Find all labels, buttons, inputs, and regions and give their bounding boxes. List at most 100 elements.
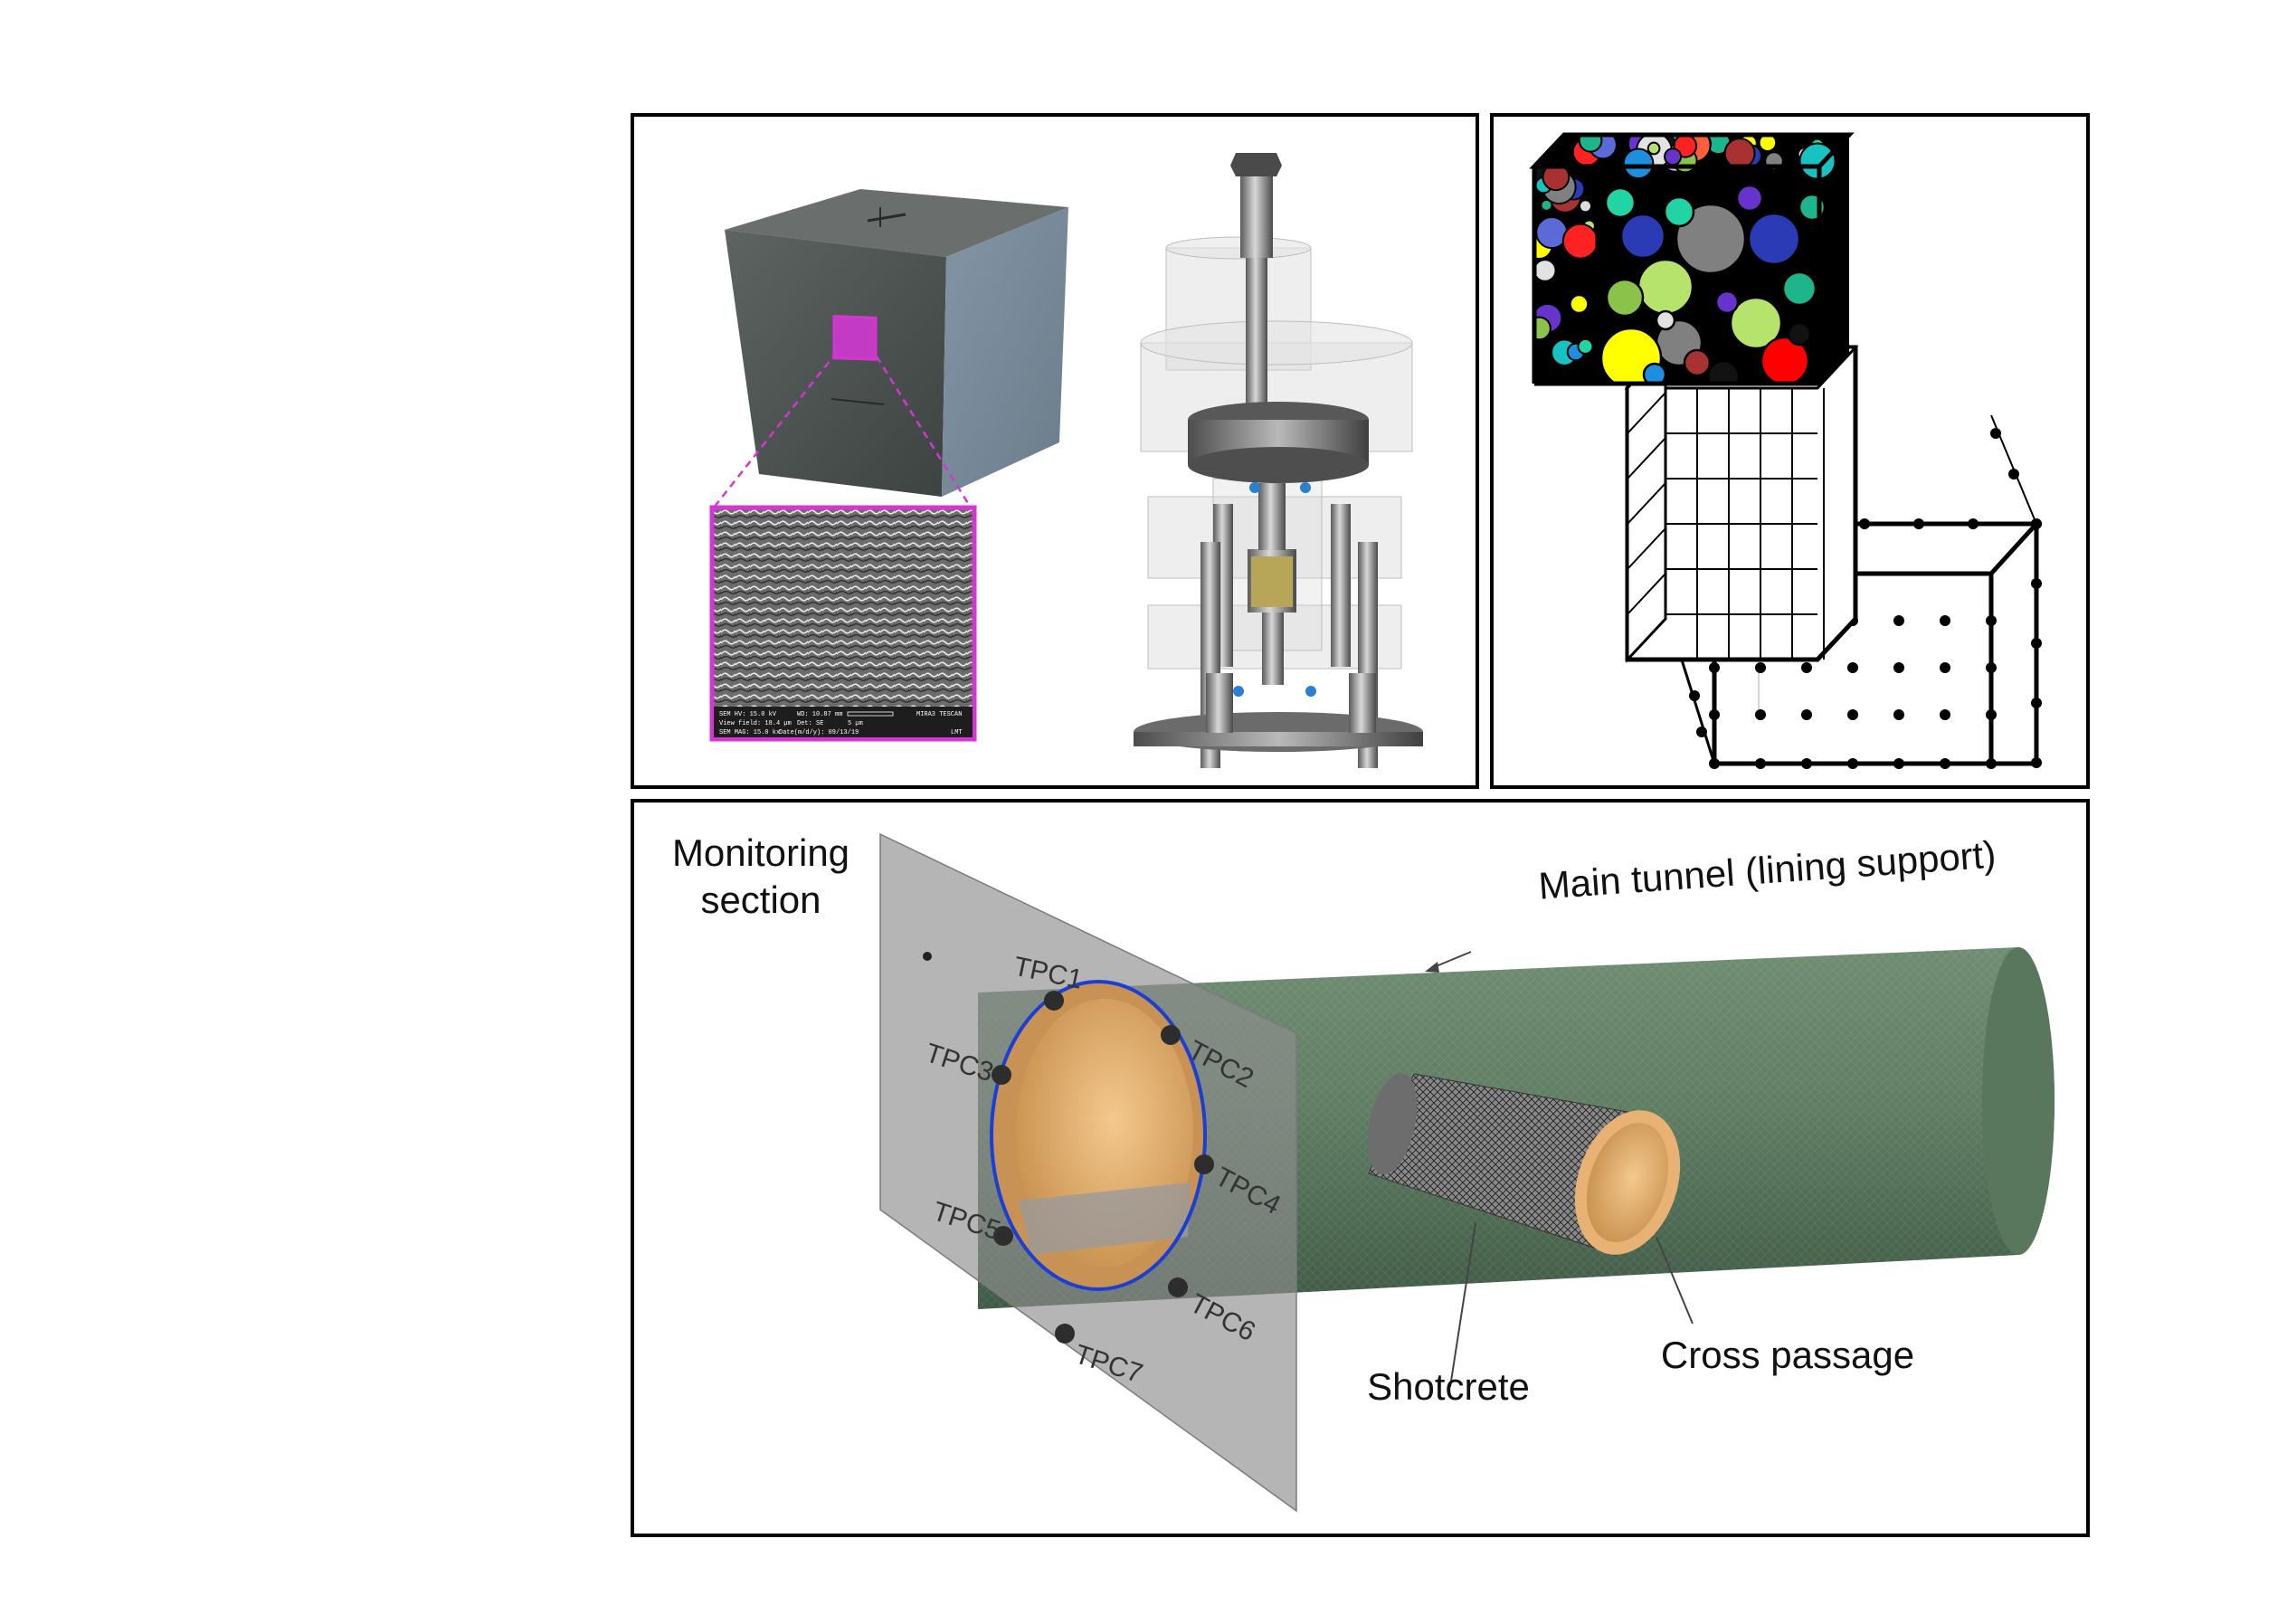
- sem-micrograph: SEM HV: 15.0 kV WD: 10.87 mm MIRA3 TESCA…: [709, 505, 977, 742]
- aggregate-particle: [1637, 258, 1694, 316]
- lattice-node: [1940, 758, 1950, 769]
- tpc5-point: [993, 1226, 1013, 1246]
- aggregate-particle: [1787, 321, 1812, 347]
- lattice-node: [2031, 698, 2042, 708]
- zoom-line-right: [875, 356, 973, 508]
- mesh-grid-line: [1627, 437, 1666, 480]
- aggregate-particle: [1577, 337, 1594, 355]
- concrete-cube: [725, 189, 1068, 497]
- sample-region-highlight: [832, 315, 878, 361]
- aggregate-particle: [1747, 212, 1801, 266]
- lattice-node: [1709, 662, 1720, 673]
- triaxial-apparatus: [1134, 153, 1423, 768]
- monitoring-section-line1: Monitoring: [671, 831, 850, 874]
- aggregate-particle: [1714, 290, 1740, 315]
- lattice-node: [2031, 757, 2042, 768]
- aggregate-particle: [1655, 309, 1676, 331]
- panel-multiscale-model: [1490, 113, 2090, 789]
- lattice-node: [1913, 518, 1924, 529]
- lattice-node: [1986, 758, 1997, 769]
- tpc7-point: [1055, 1324, 1075, 1344]
- sem-lab-text: LMT: [951, 729, 963, 736]
- main-tunnel-leader: [1433, 951, 1472, 968]
- aggregate-particle: [1534, 316, 1552, 341]
- sem-mag-text: SEM MAG: 15.0 kx: [719, 729, 780, 736]
- monitoring-ring: [990, 980, 1207, 1291]
- lattice-node: [1986, 709, 1997, 720]
- sem-hv-text: SEM HV: 15.0 kV: [719, 711, 777, 718]
- aggregate-particle: [1760, 336, 1810, 384]
- lattice-node: [1755, 662, 1766, 673]
- aggregate-particle: [1569, 294, 1590, 314]
- panel-tunnel-monitoring: TPC1 TPC2 TPC3 TPC4 TPC5 TPC6 TPC7 Monit…: [631, 799, 2090, 1537]
- lattice-node: [1801, 709, 1812, 720]
- lattice-node: [2031, 578, 2042, 589]
- lattice-node: [1709, 758, 1720, 769]
- aggregate-particle: [1663, 195, 1695, 228]
- aggregate-particle: [1683, 348, 1712, 377]
- lattice-node: [1986, 662, 1997, 673]
- aggregate-particle: [1605, 278, 1645, 318]
- aggregate-particle: [1675, 203, 1747, 275]
- tpc4-point: [1194, 1154, 1214, 1174]
- lattice-node: [1847, 758, 1858, 769]
- aggregate-particle: [1646, 141, 1661, 156]
- mesh-grid-line: [1627, 573, 1666, 615]
- lattice-node: [1709, 709, 1720, 720]
- tpc1-point: [1044, 991, 1064, 1011]
- lattice-node: [1893, 758, 1904, 769]
- mesh-grid-line: [1627, 527, 1666, 570]
- tunnel-diagram: TPC1 TPC2 TPC3 TPC4 TPC5 TPC6 TPC7: [879, 832, 2055, 1513]
- aggregate-particle: [1604, 186, 1637, 219]
- mesh-grid-line: [1627, 482, 1666, 525]
- monitoring-points: [992, 991, 1214, 1344]
- lattice-node: [1990, 428, 2001, 439]
- aggregate-particle: [1735, 184, 1764, 213]
- lattice-node: [1847, 709, 1858, 720]
- aggregate-particle: [1664, 147, 1683, 166]
- aggregate-particle: [1723, 138, 1756, 169]
- element-grid-cube: [1624, 344, 1859, 663]
- specimen-illustration: SEM HV: 15.0 kV WD: 10.87 mm MIRA3 TESCA…: [709, 153, 1423, 768]
- lattice-node: [1755, 709, 1766, 720]
- tunnel-cross-section: [990, 980, 1207, 1291]
- monitoring-section-line2: section: [700, 878, 821, 921]
- lattice-node: [1940, 709, 1950, 720]
- lattice-node: [1893, 615, 1904, 626]
- cross-passage-leader: [1656, 1236, 1694, 1325]
- aggregate-particle: [1561, 223, 1599, 260]
- sem-brand-text: MIRA3 TESCAN: [916, 711, 962, 718]
- shotcrete-leader: [1449, 1222, 1476, 1388]
- cross-passage: [1367, 1073, 1681, 1256]
- lattice-node: [2031, 638, 2042, 649]
- cross-passage-label: Cross passage: [1660, 1334, 1915, 1376]
- lattice-node: [1847, 662, 1858, 673]
- lattice-node: [1801, 758, 1812, 769]
- lattice-node: [1968, 518, 1979, 529]
- crack-line: [867, 213, 906, 223]
- tpc2-point: [1161, 1025, 1181, 1045]
- lattice-node: [1940, 662, 1950, 673]
- tpc3-point: [992, 1065, 1011, 1085]
- monitoring-section-label: Monitoring section: [652, 830, 869, 924]
- mesoscale-model-diagram: [1529, 132, 2042, 769]
- aggregate-particle: [1642, 362, 1667, 384]
- lattice-node: [1893, 662, 1904, 673]
- shotcrete-label: Shotcrete: [1367, 1365, 1530, 1408]
- lattice-node: [2031, 518, 2042, 529]
- lattice-node: [1755, 758, 1766, 769]
- lattice-node: [1859, 518, 1870, 529]
- aggregate-particle: [1619, 213, 1666, 260]
- mesh-grid-line: [1627, 392, 1666, 434]
- aggregate-particle: [1781, 271, 1817, 307]
- lattice-node: [1689, 690, 1700, 701]
- lattice-node: [2008, 469, 2019, 480]
- zoom-line-left: [713, 351, 838, 508]
- aggregate-particle: [1534, 259, 1557, 282]
- sem-det-text: Det: SE: [797, 720, 823, 727]
- lattice-node: [1696, 727, 1707, 737]
- aggregate-particle: [1578, 199, 1593, 214]
- sem-wd-text: WD: 10.87 mm: [797, 711, 842, 718]
- aggregate-particle: [1729, 296, 1783, 350]
- aggregate-particle: [1758, 135, 1778, 153]
